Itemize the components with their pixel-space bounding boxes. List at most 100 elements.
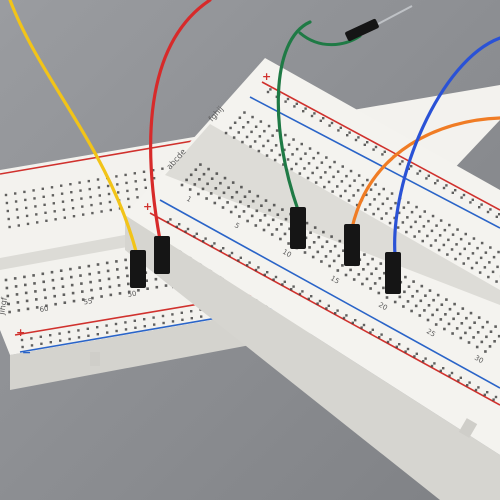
breadboard-hole: [476, 246, 479, 250]
breadboard-hole: [42, 195, 45, 198]
breadboard-hole: [307, 297, 310, 300]
breadboard-hole: [280, 223, 283, 226]
breadboard-hole: [155, 285, 159, 289]
breadboard-hole: [16, 301, 20, 304]
breadboard-hole: [161, 314, 165, 318]
breadboard-hole: [336, 185, 339, 188]
breadboard-hole: [385, 296, 389, 299]
breadboard-hole: [60, 277, 64, 280]
breadboard-hole: [329, 250, 332, 253]
breadboard-hole: [106, 269, 110, 273]
column-number: 30: [473, 354, 485, 365]
breadboard-hole: [464, 331, 467, 335]
breadboard-hole: [339, 126, 342, 129]
breadboard-hole: [320, 161, 324, 164]
breadboard-hole: [39, 335, 42, 338]
red-wire: [149, 0, 212, 242]
breadboard-hole: [223, 176, 227, 180]
breadboard-hole: [409, 225, 413, 229]
breadboard-hole: [143, 318, 146, 321]
breadboard-hole: [337, 129, 340, 132]
breadboard-hole: [161, 167, 164, 170]
breadboard-hole: [457, 379, 460, 382]
breadboard-hole: [396, 226, 400, 229]
breadboard-hole: [243, 111, 246, 114]
breadboard-hole: [284, 217, 288, 221]
breadboard-hole: [33, 282, 36, 285]
breadboard-hole: [331, 190, 334, 193]
breadboard-hole: [315, 166, 319, 170]
breadboard-hole: [319, 119, 322, 122]
breadboard-hole: [443, 228, 447, 232]
breadboard-hole: [362, 323, 366, 327]
breadboard-hole: [221, 206, 225, 209]
breadboard-hole: [415, 352, 418, 355]
breadboard-hole: [429, 244, 433, 247]
breadboard-hole: [360, 326, 363, 329]
breadboard-hole: [324, 171, 327, 174]
breadboard-hole: [459, 376, 462, 379]
back-board-notch: [90, 352, 100, 366]
column-number: 25: [425, 327, 437, 338]
breadboard-hole: [117, 284, 121, 287]
breadboard-hole: [439, 369, 442, 372]
breadboard-hole: [219, 181, 222, 185]
breadboard-hole: [35, 298, 38, 301]
breadboard-hole: [137, 289, 140, 292]
breadboard-hole: [301, 290, 304, 293]
breadboard-hole: [79, 274, 82, 277]
breadboard-hole: [407, 201, 410, 204]
breadboard-hole: [468, 242, 471, 245]
breadboard-hole: [14, 200, 18, 203]
breadboard-hole: [494, 395, 498, 399]
breadboard-hole: [434, 182, 437, 185]
breadboard-hole: [188, 188, 192, 191]
back-rail-minus: −: [22, 346, 31, 359]
breadboard-hole: [35, 306, 39, 309]
breadboard-hole: [405, 230, 408, 234]
breadboard-hole: [17, 224, 20, 227]
breadboard-hole: [249, 145, 252, 148]
back-row-letters: jihgf: [0, 296, 9, 316]
breadboard-hole: [483, 393, 486, 396]
breadboard-hole: [434, 323, 438, 326]
breadboard-hole: [72, 299, 76, 303]
breadboard-hole: [411, 295, 414, 298]
breadboard-hole: [344, 189, 347, 193]
breadboard-hole: [114, 322, 118, 326]
breadboard-hole: [154, 277, 158, 281]
breadboard-hole: [478, 206, 481, 209]
breadboard-hole: [105, 261, 109, 265]
breadboard-hole: [49, 334, 52, 337]
breadboard-hole: [424, 294, 427, 297]
breadboard-hole: [292, 138, 295, 141]
breadboard-hole: [369, 331, 372, 334]
breadboard-hole: [67, 330, 71, 334]
breadboard-hole: [26, 222, 30, 226]
breadboard-hole: [98, 279, 102, 282]
breadboard-hole: [480, 241, 484, 245]
breadboard-hole: [404, 275, 407, 279]
breadboard-hole: [193, 235, 196, 238]
breadboard-hole: [439, 318, 443, 321]
front-rail-blue-line: [159, 199, 500, 389]
breadboard-hole: [30, 344, 34, 347]
breadboard-hole: [448, 374, 451, 377]
breadboard-hole: [497, 334, 500, 338]
breadboard-hole: [460, 322, 464, 325]
breadboard-hole: [415, 289, 419, 293]
breadboard-hole: [316, 250, 320, 254]
breadboard-hole: [479, 256, 483, 260]
breadboard-hole: [106, 184, 110, 188]
breadboard-hole: [105, 324, 108, 327]
breadboard-hole: [455, 327, 459, 330]
breadboard-hole: [145, 279, 148, 282]
breadboard-hole: [133, 319, 136, 322]
breadboard-hole: [233, 121, 237, 124]
breadboard-hole: [213, 201, 217, 205]
breadboard-hole: [269, 88, 272, 91]
breadboard-hole: [374, 183, 377, 186]
breadboard-hole: [189, 173, 193, 177]
breadboard-hole: [369, 287, 372, 290]
